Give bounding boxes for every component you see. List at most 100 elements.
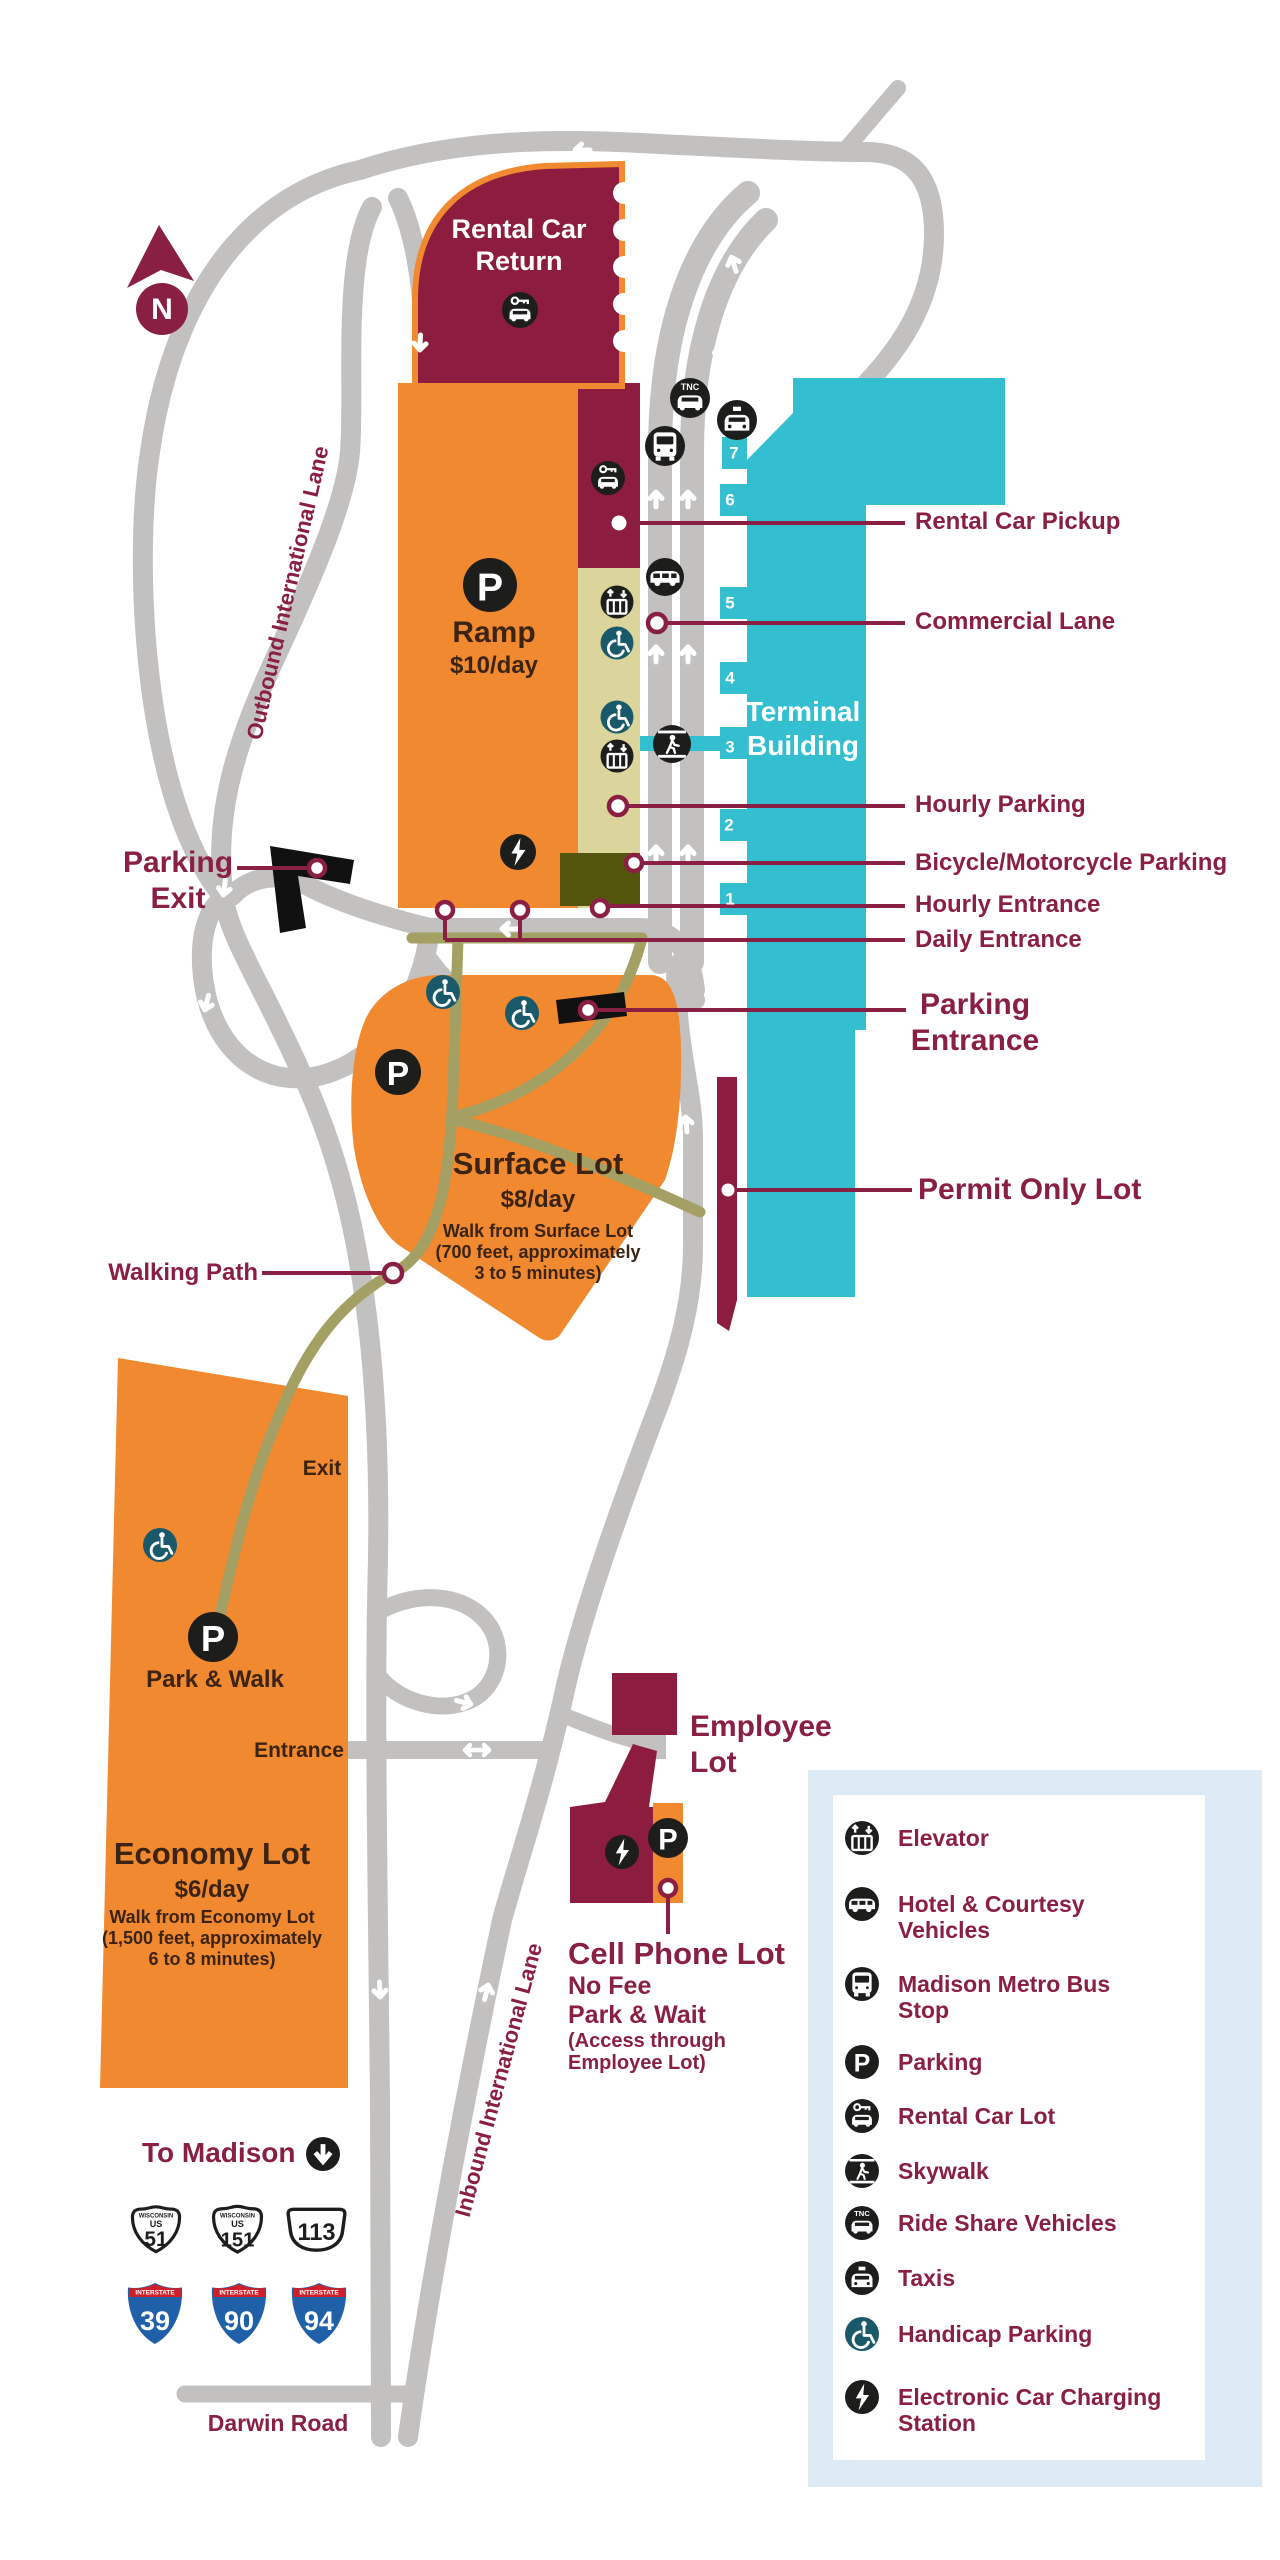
- metro-bus-icon: [645, 426, 685, 466]
- svg-text:P: P: [387, 1056, 409, 1093]
- handicap-icon: [505, 996, 539, 1030]
- economy-lot-price: $6/day: [174, 1876, 250, 1903]
- callout-hourly-parking: Hourly Parking: [915, 791, 1086, 818]
- legend-label: Parking: [898, 2049, 983, 2075]
- elevator-icon: [845, 1821, 879, 1855]
- callout-markers: [306, 515, 735, 1899]
- callout-commercial-lane: Commercial Lane: [915, 608, 1116, 635]
- rental-car-return-shape: [412, 160, 625, 389]
- ramp-title: Ramp: [452, 616, 536, 649]
- compass-circle: [136, 283, 188, 335]
- surface-lot-title: Surface Lot: [452, 1146, 624, 1181]
- legend-item-ride-share: TNC Ride Share Vehicles: [845, 2206, 1166, 2240]
- south-arrow-icon: [306, 2137, 340, 2171]
- skywalk-icon: [653, 725, 691, 763]
- employee-lot-label: Employee: [690, 1710, 832, 1743]
- economy-exit-label: Exit: [302, 1457, 342, 1480]
- legend-item-rental-car: Rental Car Lot: [845, 2099, 1166, 2133]
- callout-parking-exit2: Exit: [150, 882, 206, 915]
- svg-text:113: 113: [297, 2220, 335, 2246]
- parking-icon: P: [463, 558, 517, 612]
- callout-daily-entrance: Daily Entrance: [915, 926, 1082, 953]
- handicap-icon: [426, 975, 460, 1009]
- svg-text:P: P: [201, 1618, 225, 1659]
- i-39-shield: INTERSTATE 39: [124, 2280, 186, 2348]
- taxi-icon: [845, 2261, 879, 2295]
- legend-label: Hotel & Courtesy Vehicles: [898, 1891, 1085, 1943]
- callout-lines: [237, 521, 912, 1934]
- employee-lot-label2: Lot: [690, 1746, 737, 1779]
- legend-item-elevator: Elevator: [845, 1821, 1166, 1855]
- legend-label: Skywalk: [898, 2158, 989, 2184]
- parking-icon: P: [845, 2045, 879, 2079]
- svg-text:WISCONSIN: WISCONSIN: [139, 2214, 174, 2220]
- callout-permit-only: Permit Only Lot: [918, 1173, 1142, 1206]
- rental-car-icon: [502, 292, 538, 328]
- permit-only-lot-shape: [717, 1077, 737, 1331]
- svg-text:P: P: [658, 1824, 677, 1856]
- callout-parking-exit: Parking: [122, 846, 234, 879]
- taxi-icon: [717, 400, 757, 440]
- roads: [132, 80, 944, 2447]
- rental-return-bus-bays: [613, 182, 635, 352]
- callout-hourly-entrance: Hourly Entrance: [915, 891, 1101, 918]
- legend-label: Madison Metro Bus Stop: [898, 1971, 1111, 2023]
- legend-label: Handicap Parking: [898, 2321, 1093, 2347]
- svg-text:51: 51: [144, 2228, 167, 2251]
- legend-label: Taxis: [898, 2265, 956, 2291]
- terminal-shape: [747, 378, 1005, 1297]
- charging-icon: [845, 2380, 879, 2414]
- gate-6: 6: [725, 490, 735, 510]
- metro-bus-icon: [845, 1967, 879, 2001]
- gate-5: 5: [725, 593, 735, 613]
- svg-text:TNC: TNC: [854, 2209, 870, 2218]
- svg-text:90: 90: [224, 2306, 254, 2336]
- gate-3: 3: [725, 737, 735, 757]
- svg-text:39: 39: [140, 2306, 170, 2336]
- legend-item-taxis: Taxis: [845, 2261, 1166, 2295]
- legend-label: Elevator: [898, 1825, 989, 1851]
- cell-phone-lot-access: (Access through: [568, 2030, 726, 2052]
- surface-lot-note: Walk from Surface Lot: [442, 1221, 634, 1241]
- svg-text:TNC: TNC: [681, 382, 700, 392]
- surface-lot-note: (700 feet, approximately: [435, 1242, 641, 1262]
- cell-phone-lot-access2: Employee Lot): [568, 2052, 706, 2074]
- callout-walking-path: Walking Path: [108, 1259, 258, 1286]
- parking-icon: P: [188, 1612, 238, 1662]
- economy-entrance-label: Entrance: [254, 1739, 344, 1762]
- cell-phone-lot-no-fee: No Fee: [568, 1972, 652, 2000]
- legend-item-charging: Electronic Car Charging Station: [845, 2380, 1166, 2436]
- parking-icon: P: [648, 1818, 688, 1858]
- gate-2: 2: [724, 815, 734, 835]
- callout-rental-pickup: Rental Car Pickup: [915, 508, 1121, 535]
- rental-return-title2: Return: [475, 246, 563, 276]
- compass-n-label: N: [151, 293, 173, 326]
- terminal-building: [640, 378, 1005, 1297]
- elevator-icon: [600, 739, 634, 773]
- employee-lot-shape: [612, 1673, 677, 1735]
- handicap-icon: [845, 2317, 879, 2351]
- ride-share-icon: TNC: [845, 2206, 879, 2240]
- surface-lot-price: $8/day: [500, 1186, 576, 1213]
- i-94-shield: INTERSTATE 94: [288, 2280, 350, 2348]
- legend-inner: [833, 1795, 1205, 2460]
- compass-arrow: [127, 225, 194, 288]
- wi-113-shield: 113: [286, 2207, 347, 2252]
- hourly-parking-strip: [578, 568, 640, 908]
- surface-lot-note: 3 to 5 minutes): [474, 1263, 602, 1283]
- legend-label: Electronic Car Charging Station: [898, 2384, 1162, 2436]
- terminal-lane-2: [680, 208, 778, 974]
- legend-label: Rental Car Lot: [898, 2103, 1056, 2129]
- legend-item-parking: P Parking: [845, 2045, 1166, 2079]
- parking-icon: P: [375, 1049, 421, 1095]
- handicap-icon: [600, 626, 634, 660]
- callout-bicycle-parking: Bicycle/Motorcycle Parking: [915, 849, 1228, 876]
- legend-label: Ride Share Vehicles: [898, 2210, 1117, 2236]
- legend-item-skywalk: Skywalk: [845, 2154, 1166, 2188]
- svg-text:P: P: [477, 565, 503, 609]
- hotel-courtesy-vehicles-icon: [646, 558, 684, 596]
- svg-text:INTERSTATE: INTERSTATE: [299, 2290, 339, 2297]
- handicap-icon: [143, 1528, 177, 1562]
